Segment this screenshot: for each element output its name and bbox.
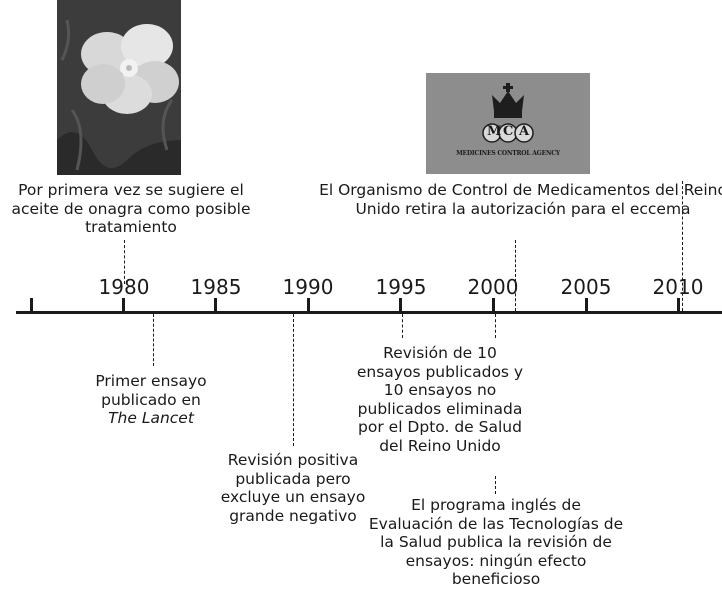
tick-1980 — [122, 298, 125, 314]
event-first-trial: Primer ensayo publicado en The Lancet — [76, 372, 226, 428]
year-1990: 1990 — [282, 275, 334, 299]
tick-1995 — [399, 298, 402, 314]
tick-2005 — [585, 298, 588, 314]
connector-2000-hta — [495, 476, 496, 494]
year-2000: 2000 — [467, 275, 519, 299]
tick-1985 — [214, 298, 217, 314]
connector-2010 — [682, 181, 683, 311]
event-mca-withdrawal: El Organismo de Control de Medicamentos … — [319, 181, 722, 218]
connector-2001 — [515, 240, 516, 311]
connector-1980 — [124, 240, 125, 284]
mca-logo: M C A MEDICINES CONTROL AGENCY — [426, 73, 590, 174]
tick-1990 — [307, 298, 310, 314]
tick-2010 — [677, 298, 680, 314]
year-1995: 1995 — [375, 275, 427, 299]
connector-2000 — [495, 314, 496, 338]
timeline-axis — [16, 311, 722, 314]
event-hta-review: El programa inglés de Evaluación de las … — [368, 496, 624, 588]
year-1985: 1985 — [190, 275, 242, 299]
connector-1995 — [402, 314, 403, 338]
year-2005: 2005 — [560, 275, 612, 299]
event-positive-review: Revisión positiva publicada pero excluye… — [220, 451, 366, 525]
tick-start — [30, 298, 33, 314]
event-suggested: Por primera vez se sugiere el aceite de … — [11, 181, 251, 236]
evening-primrose-photo — [57, 0, 181, 175]
tick-2000 — [492, 298, 495, 314]
the-lancet: The Lancet — [108, 409, 194, 427]
logo-letter-m: M — [487, 124, 502, 139]
year-1980: 1980 — [98, 275, 150, 299]
event-review-10-trials: Revisión de 10 ensayos publicados y 10 e… — [356, 344, 524, 455]
connector-1989 — [293, 314, 294, 446]
year-2010: 2010 — [652, 275, 704, 299]
connector-1982 — [153, 314, 154, 366]
logo-letter-c: C — [503, 124, 514, 139]
logo-text: MEDICINES CONTROL AGENCY — [456, 150, 560, 157]
logo-letter-a: A — [519, 124, 530, 139]
first-trial-text: Primer ensayo publicado en — [95, 372, 207, 409]
